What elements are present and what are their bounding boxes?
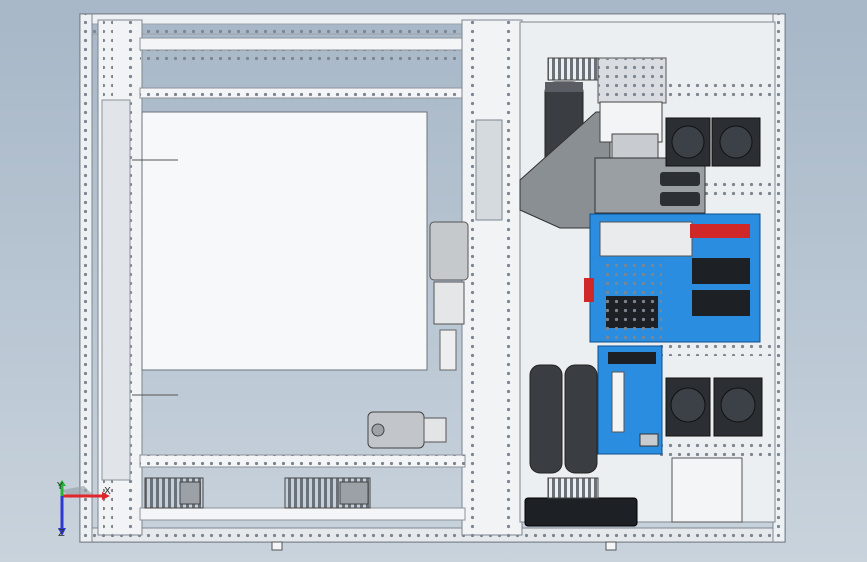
connector-panel <box>594 101 706 214</box>
gear-train-left <box>144 477 204 509</box>
bottom-gear <box>547 477 599 499</box>
foot-left <box>271 541 283 551</box>
power-module <box>671 457 743 523</box>
outer-frame <box>79 13 786 543</box>
relay-board-bracket <box>600 258 662 340</box>
middle-column <box>461 19 523 536</box>
bottom-rails <box>139 454 466 521</box>
triad-z-label: Z <box>58 528 65 539</box>
left-column <box>97 19 143 536</box>
top-rails <box>139 37 466 99</box>
controller-board <box>597 345 663 455</box>
cooling-fan-top-left <box>665 117 711 167</box>
cooling-fan-bottom-left <box>665 377 711 437</box>
cooling-fan-bottom-right <box>713 377 763 437</box>
gear-train-center <box>284 477 371 509</box>
battery-pack <box>524 497 638 527</box>
foot-right <box>605 541 617 551</box>
triad-x-label: X <box>104 486 111 497</box>
front-panel <box>141 111 428 371</box>
cooling-fan-top-right <box>711 117 761 167</box>
dc-motor-horizontal <box>367 411 447 449</box>
dc-motor-vertical <box>429 221 469 371</box>
coordinate-triad-icon <box>58 480 110 536</box>
capacitors-bottom <box>529 364 598 474</box>
triad-y-label: Y <box>57 481 64 492</box>
top-gear <box>547 57 599 81</box>
